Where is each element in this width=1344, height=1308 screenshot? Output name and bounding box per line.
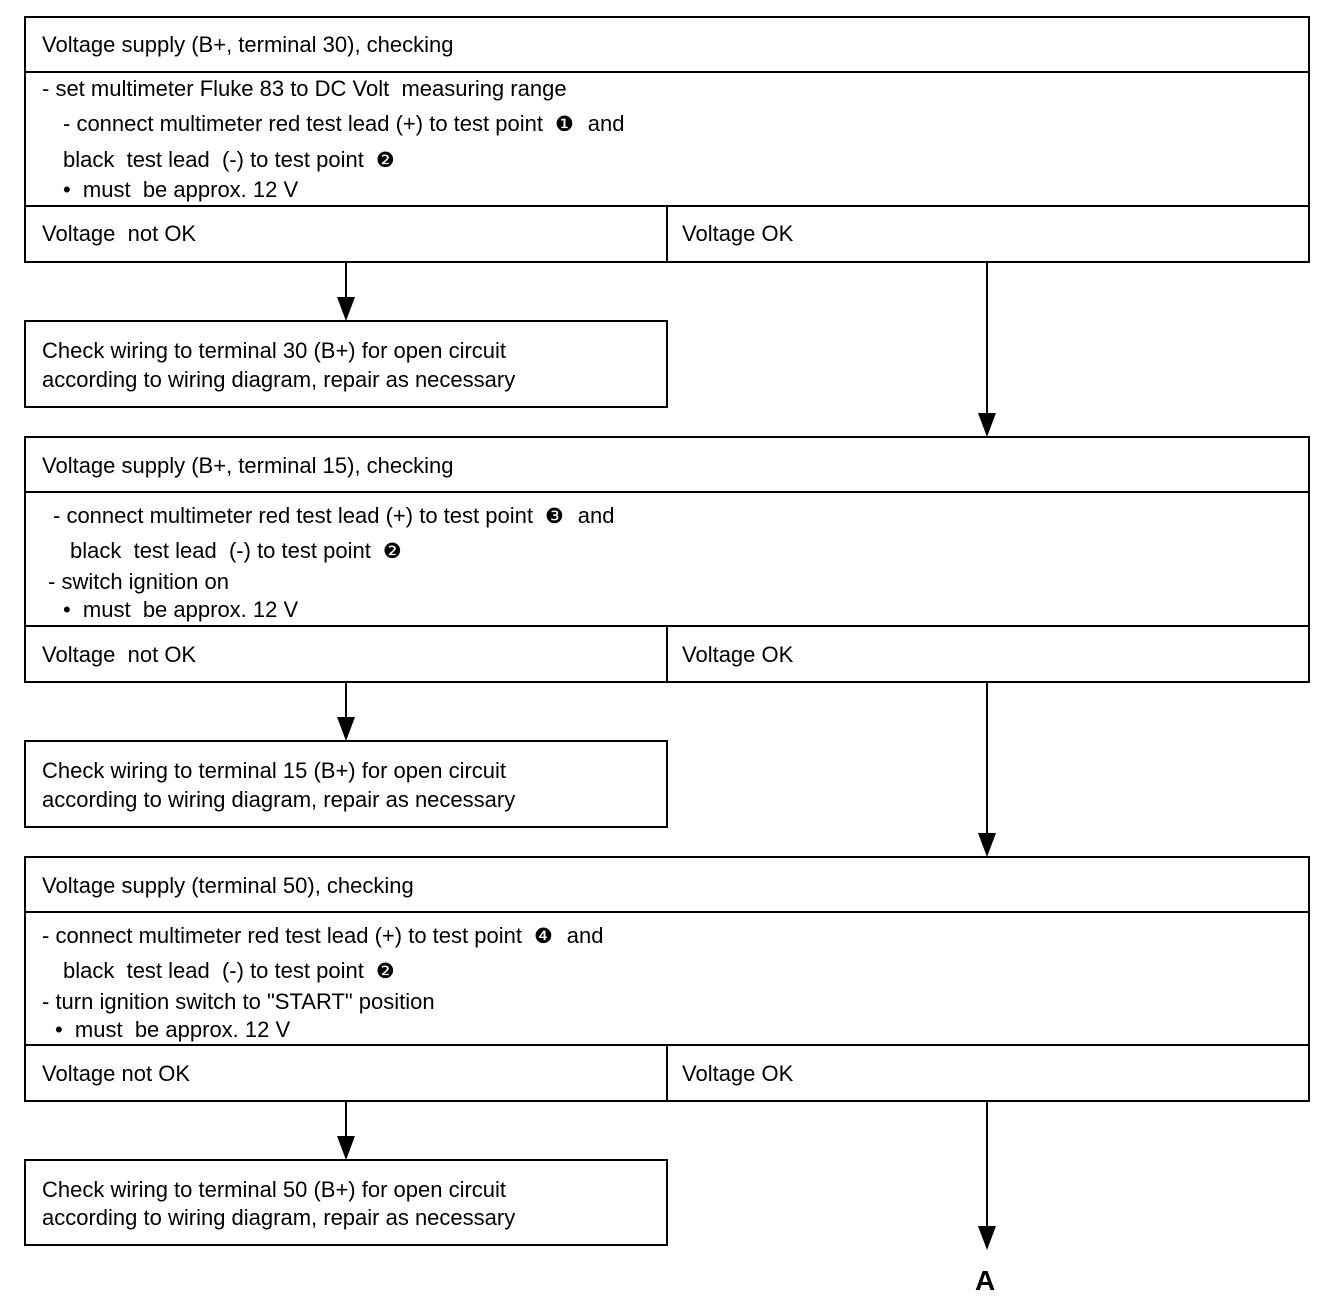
step-line: • must be approx. 12 V [63,177,298,203]
step-text: black test lead (-) to test point [63,147,364,172]
repair-text-line: Check wiring to terminal 50 (B+) for ope… [42,1177,507,1202]
step-line: - connect multimeter red test lead (+) t… [53,503,615,529]
step-text: - connect multimeter red test lead (+) t… [53,503,533,528]
step-line: black test lead (-) to test point ❷ [63,958,409,984]
repair-box-2 [24,740,668,828]
block-title: Voltage supply (B+, terminal 30), checki… [42,32,454,57]
not-ok-arrow-arrowhead-icon [337,717,355,741]
test-point-marker-icon: ❶ [554,112,574,136]
step-text: - set multimeter Fluke 83 to DC Volt mea… [42,76,567,101]
test-point-marker-icon: ❷ [382,539,402,563]
repair-text-line: Check wiring to terminal 15 (B+) for ope… [42,758,507,783]
test-point-marker-icon: ❷ [375,959,395,983]
step-line: - turn ignition switch to "START" positi… [42,989,435,1015]
repair-box-3 [24,1159,668,1246]
step-text: • must be approx. 12 V [63,177,299,202]
repair-text-line: according to wiring diagram, repair as n… [42,1205,516,1230]
step-text: black test lead (-) to test point [63,958,364,983]
continuation-connector-label: A [975,1265,996,1296]
step-line: black test lead (-) to test point ❷ [70,538,416,564]
block-title: Voltage supply (terminal 50), checking [42,873,414,898]
ok-arrow-arrowhead-icon [978,833,996,857]
result-ok: Voltage OK [682,221,794,246]
step-text: - switch ignition on [48,569,229,594]
test-point-marker-icon: ❷ [375,148,395,172]
result-ok: Voltage OK [682,1061,794,1086]
step-suffix: and [587,111,625,136]
test-point-marker-icon: ❹ [533,924,553,948]
step-text: • must be approx. 12 V [55,1017,291,1042]
step-line: - connect multimeter red test lead (+) t… [42,923,604,949]
step-text: • must be approx. 12 V [63,597,299,622]
step-text: - turn ignition switch to "START" positi… [42,989,435,1014]
step-text: - connect multimeter red test lead (+) t… [63,111,543,136]
repair-text-line: according to wiring diagram, repair as n… [42,367,516,392]
step-line: - set multimeter Fluke 83 to DC Volt mea… [42,76,567,102]
step-line: - connect multimeter red test lead (+) t… [63,111,625,137]
not-ok-arrow-arrowhead-icon [337,297,355,321]
step-suffix: and [577,503,615,528]
step-line: - switch ignition on [48,569,229,595]
ok-arrow-arrowhead-icon [978,413,996,437]
repair-text-line: according to wiring diagram, repair as n… [42,787,516,812]
step-line: • must be approx. 12 V [55,1017,290,1043]
step-line: black test lead (-) to test point ❷ [63,147,409,173]
ok-arrow-arrowhead-icon [978,1226,996,1250]
step-text: black test lead (-) to test point [70,538,371,563]
test-point-marker-icon: ❸ [544,504,564,528]
result-ok: Voltage OK [682,642,794,667]
step-line: • must be approx. 12 V [63,597,298,623]
step-suffix: and [566,923,604,948]
step-text: - connect multimeter red test lead (+) t… [42,923,522,948]
result-not-ok: Voltage not OK [42,221,197,246]
block-title: Voltage supply (B+, terminal 15), checki… [42,453,454,478]
repair-box-1 [24,320,668,408]
result-not-ok: Voltage not OK [42,642,197,667]
not-ok-arrow-arrowhead-icon [337,1136,355,1160]
result-not-ok: Voltage not OK [42,1061,190,1086]
repair-text-line: Check wiring to terminal 30 (B+) for ope… [42,338,507,363]
